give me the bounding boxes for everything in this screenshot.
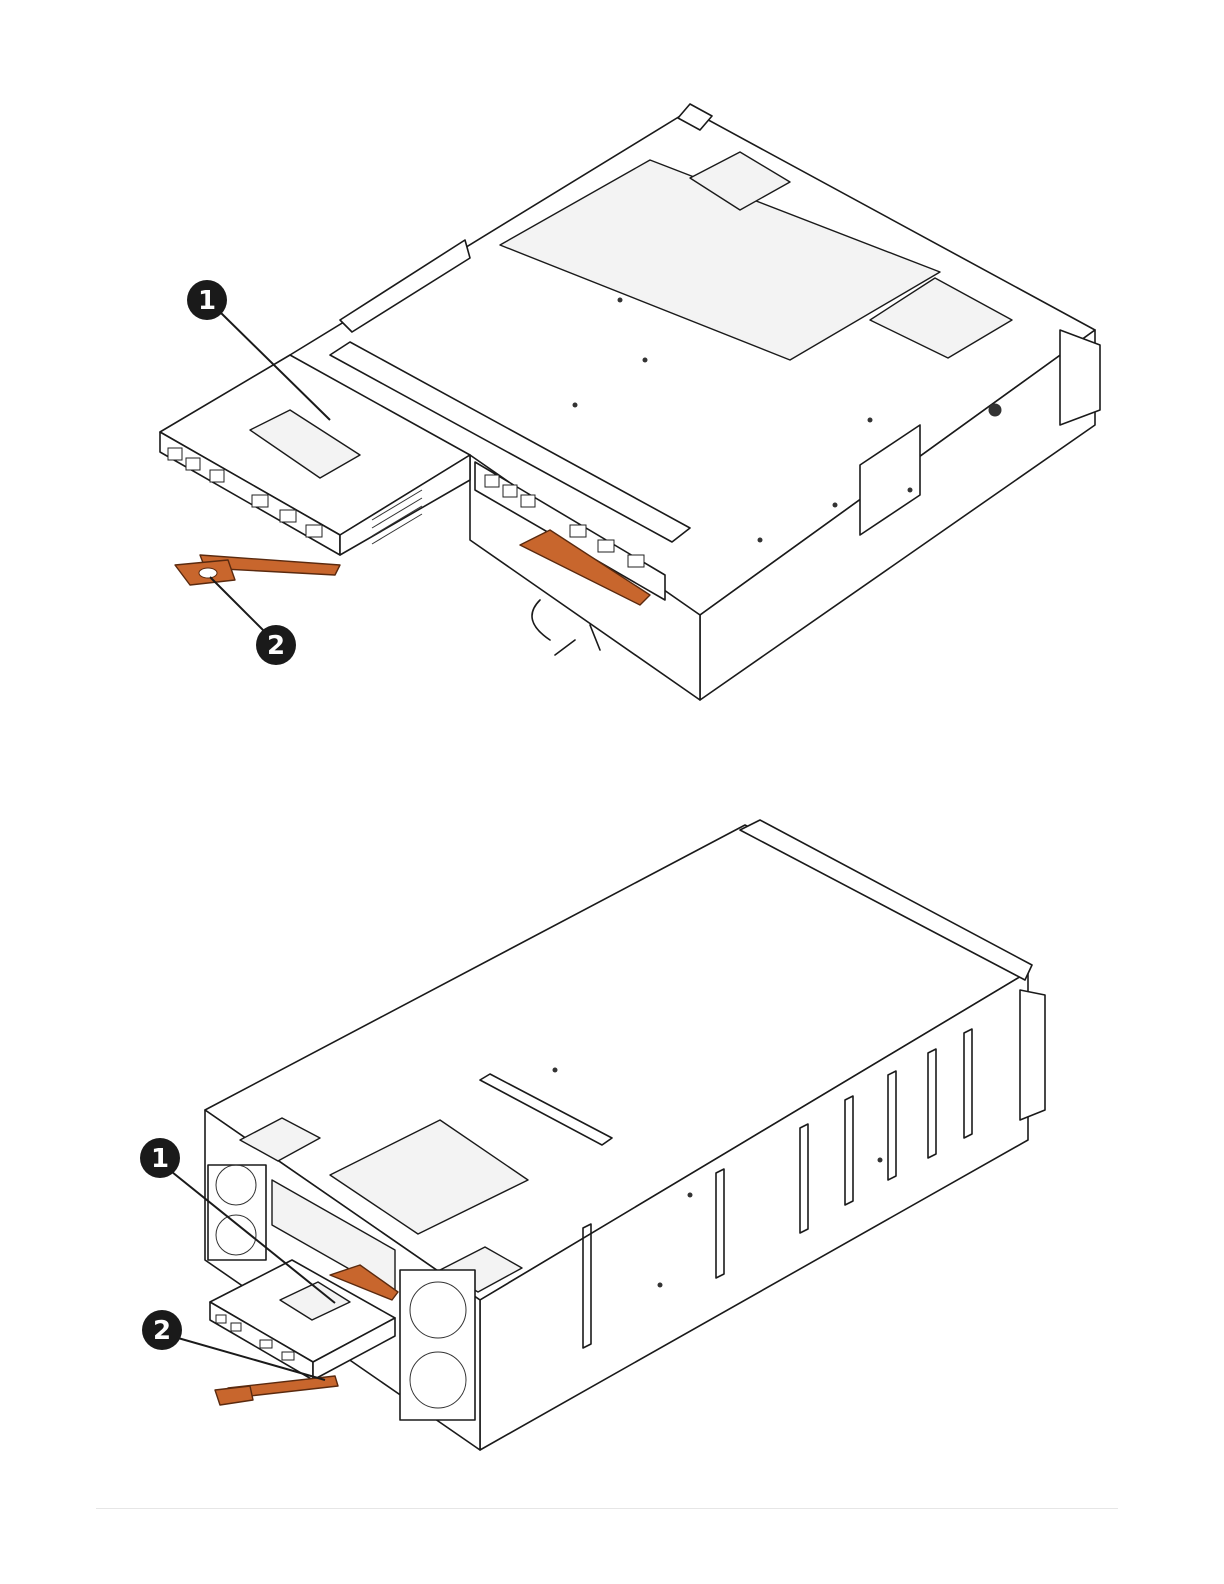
bottom-callout-2-text: 2 <box>153 1316 171 1346</box>
bottom-callout-1-text: 1 <box>151 1144 169 1174</box>
fan-right <box>400 1270 475 1420</box>
top-callout-2: 2 <box>210 577 296 665</box>
chassis-2u <box>290 104 1100 700</box>
side-ear <box>1060 330 1100 425</box>
top-callout-1-text: 1 <box>198 286 216 316</box>
cam-handle-4u <box>215 1376 338 1405</box>
top-figure-2u-shelf: 1 2 <box>0 0 1224 740</box>
page-divider <box>96 1508 1118 1509</box>
bottom-shelf-drawing: 1 2 <box>0 740 1224 1500</box>
bottom-figure-4u-shelf: 1 2 <box>0 740 1224 1500</box>
cam-handle-4u-grip <box>215 1386 253 1405</box>
cam-handle <box>175 555 340 585</box>
top-leader-2 <box>210 577 265 632</box>
top-callout-2-text: 2 <box>267 631 285 661</box>
side-ear-4u <box>1020 990 1045 1120</box>
top-shelf-drawing: 1 2 <box>0 0 1224 740</box>
